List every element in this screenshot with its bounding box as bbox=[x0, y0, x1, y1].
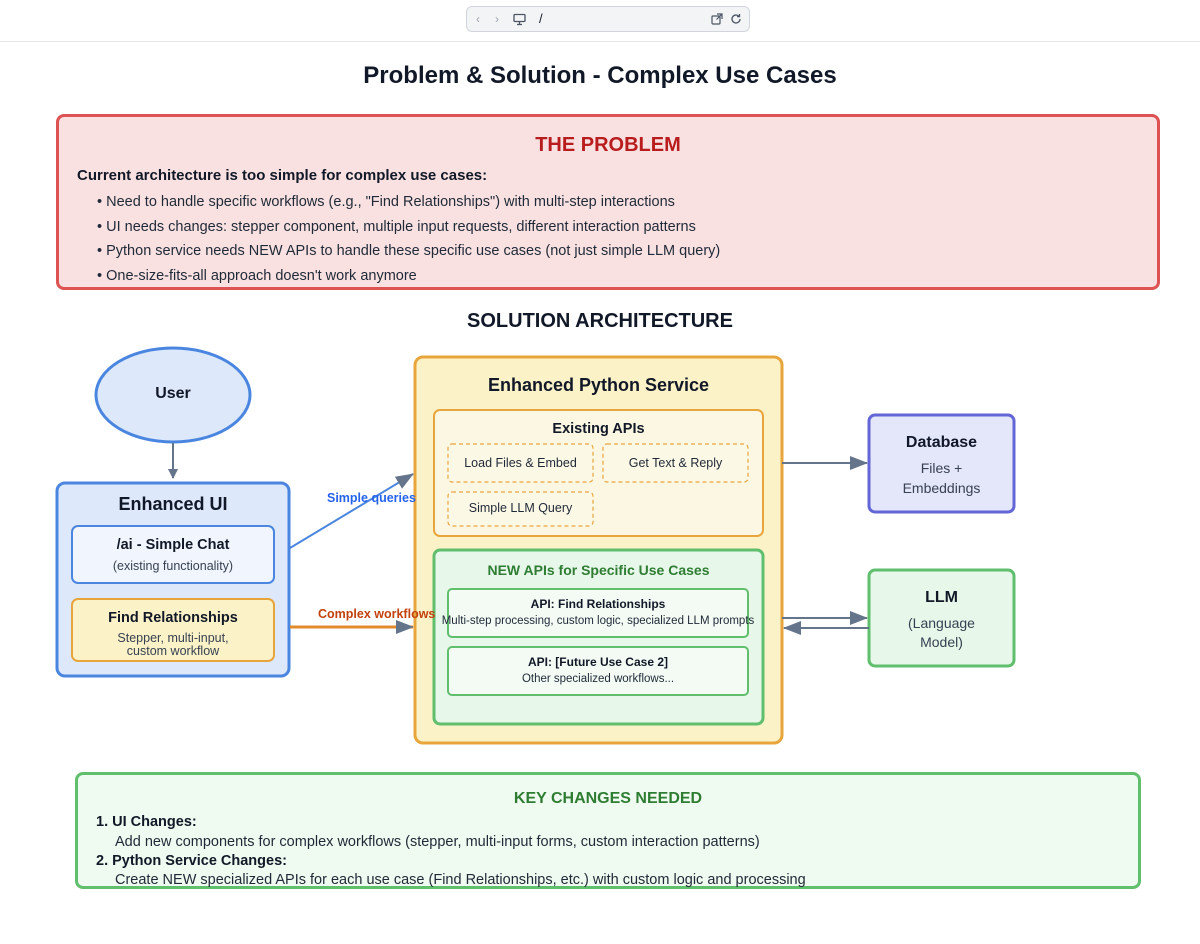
database-line1: Files + bbox=[920, 460, 963, 476]
existing-apis-title: Existing APIs bbox=[552, 421, 645, 437]
database-shape bbox=[867, 413, 1016, 514]
simple-queries-edge bbox=[289, 473, 414, 549]
api-future-desc: Other specialized workflows... bbox=[521, 673, 675, 685]
api-find-relationships-shape bbox=[447, 588, 749, 638]
api-future-title: API: [Future Use Case 2] bbox=[527, 655, 669, 669]
url-path: / bbox=[539, 11, 543, 26]
python-service-title: Enhanced Python Service bbox=[487, 375, 710, 395]
api-load-files: Load Files & Embed bbox=[464, 456, 577, 470]
problem-lead: Current architecture is too simple for c… bbox=[77, 167, 488, 184]
problem-bullets: Need to handle specific workflows (e.g.,… bbox=[97, 190, 720, 288]
user-node: User bbox=[155, 385, 191, 402]
address-bar[interactable]: ‹ › / bbox=[466, 6, 750, 32]
find-relationships-line1: Stepper, multi-input, bbox=[117, 631, 229, 645]
api-get-text-shape bbox=[602, 443, 749, 483]
user-node-shape bbox=[94, 346, 252, 444]
list-item: One-size-fits-all approach doesn't work … bbox=[97, 264, 720, 289]
problem-panel: THE PROBLEM Current architecture is too … bbox=[56, 114, 1160, 290]
database-title: Database bbox=[905, 434, 978, 451]
forward-icon[interactable]: › bbox=[495, 12, 499, 26]
llm-line2: Model) bbox=[920, 634, 963, 650]
api-find-relationships-title: API: Find Relationships bbox=[530, 597, 666, 611]
llm-line1: (Language bbox=[908, 615, 975, 631]
llm-title: LLM bbox=[925, 589, 958, 606]
list-item: Need to handle specific workflows (e.g.,… bbox=[97, 190, 720, 215]
page-title: Problem & Solution - Complex Use Cases bbox=[363, 62, 837, 89]
simple-chat-subtitle: (existing functionality) bbox=[112, 559, 234, 573]
find-relationships-title: Find Relationships bbox=[108, 610, 238, 626]
back-icon[interactable]: ‹ bbox=[476, 12, 480, 26]
key-changes-title: KEY CHANGES NEEDED bbox=[513, 790, 703, 807]
api-future-shape bbox=[447, 646, 749, 696]
api-simple-llm: Simple LLM Query bbox=[468, 501, 573, 515]
api-load-files-shape bbox=[447, 443, 594, 483]
key-change-head-1: 1. UI Changes: bbox=[96, 814, 197, 830]
api-find-relationships-desc: Multi-step processing, custom logic, spe… bbox=[441, 615, 755, 627]
find-relationships-line2: custom workflow bbox=[126, 644, 220, 658]
complex-workflows-label: Complex workflows bbox=[318, 607, 436, 621]
key-change-desc-1: Add new components for complex workflows… bbox=[115, 834, 760, 850]
browser-toolbar: ‹ › / bbox=[0, 0, 1200, 42]
open-external-icon[interactable] bbox=[711, 13, 723, 25]
problem-title: THE PROBLEM bbox=[535, 134, 681, 156]
find-relationships-shape bbox=[71, 598, 275, 662]
key-change-head-2: 2. Python Service Changes: bbox=[96, 853, 287, 869]
key-change-desc-2: Create NEW specialized APIs for each use… bbox=[115, 872, 806, 888]
api-simple-llm-shape bbox=[447, 491, 594, 527]
simple-chat-title: /ai - Simple Chat bbox=[116, 537, 230, 553]
key-changes-panel: KEY CHANGES NEEDED 1. UI Changes: Add ne… bbox=[75, 772, 1141, 889]
simple-chat-shape bbox=[71, 525, 275, 584]
api-get-text: Get Text & Reply bbox=[628, 456, 723, 470]
monitor-icon bbox=[513, 13, 526, 26]
list-item: UI needs changes: stepper component, mul… bbox=[97, 215, 720, 240]
solution-title: SOLUTION ARCHITECTURE bbox=[467, 310, 733, 332]
new-apis-title: NEW APIs for Specific Use Cases bbox=[487, 562, 710, 578]
list-item: Python service needs NEW APIs to handle … bbox=[97, 239, 720, 264]
simple-queries-label: Simple queries bbox=[327, 491, 416, 505]
database-line2: Embeddings bbox=[902, 480, 981, 496]
enhanced-ui-title: Enhanced UI bbox=[118, 494, 228, 514]
llm-shape bbox=[867, 568, 1016, 668]
reload-icon[interactable] bbox=[730, 13, 742, 25]
